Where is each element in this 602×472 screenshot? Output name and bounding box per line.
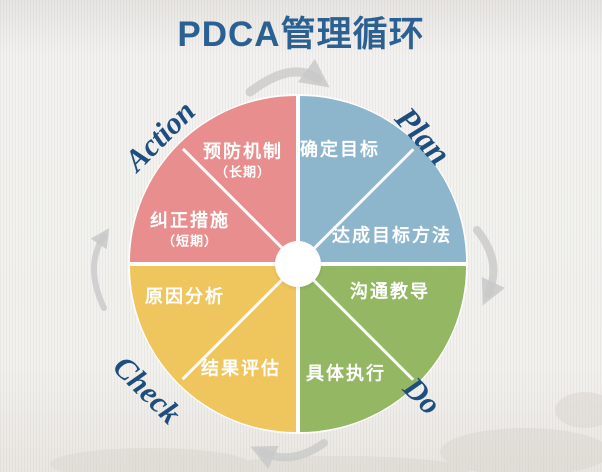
do-item-coaching: 沟通教导 xyxy=(350,282,430,303)
plan-item-goal: 确定目标 xyxy=(300,140,380,161)
check-item-analysis: 原因分析 xyxy=(145,287,225,308)
center-hub xyxy=(275,241,321,287)
clockwise-arrow-bottom-icon xyxy=(250,439,328,470)
clockwise-arrow-left-icon xyxy=(90,228,110,311)
quadrant-item-label: 沟通教导 xyxy=(350,281,430,302)
quadrant-item-label: 结果评估 xyxy=(201,358,281,379)
clockwise-arrow-right-icon xyxy=(473,226,506,306)
do-item-execution: 具体执行 xyxy=(306,364,386,385)
action-item-prevention: 预防机制 （长期） xyxy=(203,142,283,181)
check-item-evaluation: 结果评估 xyxy=(201,359,281,380)
quadrant-item-label: 预防机制 xyxy=(203,141,283,162)
quadrant-item-note: （短期） xyxy=(161,233,218,249)
action-item-correction: 纠正措施 （短期） xyxy=(150,211,230,250)
clockwise-arrow-top-icon xyxy=(245,58,330,97)
quadrant-item-label: 具体执行 xyxy=(306,363,386,384)
quadrant-item-label: 确定目标 xyxy=(300,139,380,160)
quadrant-item-note: （长期） xyxy=(214,164,271,180)
plan-item-method: 达成目标方法 xyxy=(332,226,452,247)
quadrant-item-label: 达成目标方法 xyxy=(332,225,452,246)
quadrant-item-label: 原因分析 xyxy=(145,286,225,307)
quadrant-item-label: 纠正措施 xyxy=(150,210,230,231)
page-title: PDCA管理循环 xyxy=(177,15,425,54)
